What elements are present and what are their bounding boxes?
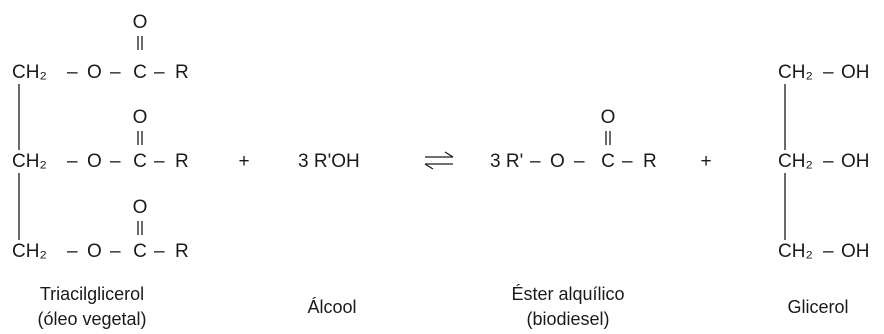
double-bond-3 — [137, 221, 143, 235]
carbonyl-oxygen: O — [601, 107, 616, 128]
carbonyl-oxygen-1: O — [133, 12, 148, 33]
bond-dash: – — [530, 151, 541, 172]
carbonyl-oxygen-2: O — [133, 107, 148, 128]
reversible-arrow-icon — [424, 151, 454, 170]
bond-dash: – — [154, 241, 165, 262]
carbon-atom: C — [133, 241, 147, 262]
plus-sign: + — [700, 151, 711, 172]
bond-dash: – — [67, 151, 78, 172]
ch2-group: CH₂ — [12, 62, 47, 83]
glycerol-row-3: CH₂ – OH — [778, 241, 870, 262]
triglyceride-subcaption: (óleo vegetal) — [37, 309, 146, 329]
bond-dash: – — [823, 62, 834, 83]
alcohol: 3 R'OH Álcool — [298, 151, 360, 317]
oxygen-atom: O — [87, 151, 102, 172]
bond-dash: – — [67, 241, 78, 262]
oxygen-atom: O — [87, 62, 102, 83]
ester-row-2: CH₂ – O – C – R — [12, 151, 189, 172]
glycerol-row-1: CH₂ – OH — [778, 62, 870, 83]
bond-dash: – — [67, 62, 78, 83]
hydroxyl-group: OH — [841, 241, 870, 262]
carbon-atom: C — [601, 151, 615, 172]
bond-dash: – — [622, 151, 633, 172]
ester: O 3 R' – O – C – R Éster alquílico (biod… — [490, 107, 657, 329]
ester-row-3: CH₂ – O – C – R — [12, 241, 189, 262]
plus-sign: + — [238, 151, 249, 172]
r-group: R — [175, 62, 189, 83]
ester-row-1: CH₂ – O – C – R — [12, 62, 189, 83]
hydroxyl-group: OH — [841, 151, 870, 172]
oxygen-atom: O — [550, 151, 565, 172]
bond-dash: – — [110, 241, 121, 262]
bond-dash: – — [574, 151, 585, 172]
alcohol-formula: 3 R'OH — [298, 151, 360, 172]
double-bond-1 — [137, 36, 143, 50]
ch2-group: CH₂ — [12, 151, 47, 172]
ester-subcaption: (biodiesel) — [526, 309, 609, 329]
glycerol-caption: Glicerol — [787, 297, 848, 317]
double-bond-2 — [137, 131, 143, 145]
bond-dash: – — [110, 151, 121, 172]
oxygen-atom: O — [87, 241, 102, 262]
bond-dash: – — [110, 62, 121, 83]
ch2-group: CH₂ — [778, 151, 813, 172]
carbon-atom: C — [133, 62, 147, 83]
ch2-group: CH₂ — [778, 62, 813, 83]
glycerol: CH₂ – OH CH₂ – OH CH₂ – OH Glicerol — [778, 62, 870, 317]
ester-coefficient: 3 R' — [490, 151, 523, 172]
r-group: R — [175, 241, 189, 262]
ester-caption: Éster alquílico — [511, 284, 624, 304]
bond-dash: – — [154, 151, 165, 172]
r-group: R — [643, 151, 657, 172]
triglyceride: O O O CH₂ – O – C – R CH₂ – O — [12, 12, 189, 329]
r-group: R — [175, 151, 189, 172]
ch2-group: CH₂ — [778, 241, 813, 262]
ch2-group: CH₂ — [12, 241, 47, 262]
double-bond — [605, 131, 611, 145]
triglyceride-caption: Triacilglicerol — [40, 284, 144, 304]
hydroxyl-group: OH — [841, 62, 870, 83]
alcohol-caption: Álcool — [307, 297, 356, 317]
bond-dash: – — [154, 62, 165, 83]
bond-dash: – — [823, 151, 834, 172]
carbon-atom: C — [133, 151, 147, 172]
glycerol-row-2: CH₂ – OH — [778, 151, 870, 172]
carbonyl-oxygen-3: O — [133, 197, 148, 218]
bond-dash: – — [823, 241, 834, 262]
